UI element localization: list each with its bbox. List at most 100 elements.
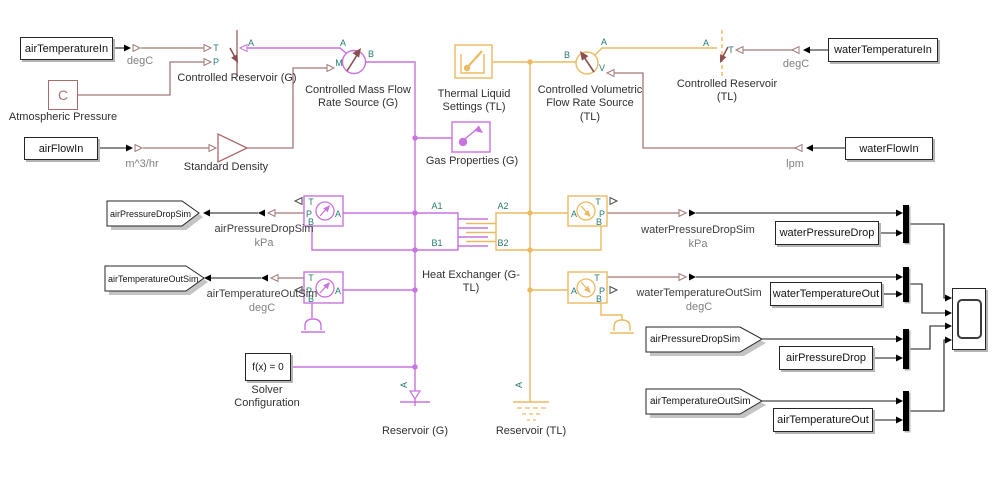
temperature-sensor-air-block[interactable]: [303, 271, 344, 304]
unit-label-degc-air: degC: [126, 55, 154, 67]
label-reservoir-g: Reservoir (G): [381, 425, 448, 437]
port-label: A1: [431, 201, 442, 211]
standard-density-block[interactable]: [217, 132, 249, 164]
block-water-pressure-drop[interactable]: waterPressureDrop: [775, 221, 879, 245]
from-tag-air-pressure: [645, 326, 764, 353]
block-scope[interactable]: [952, 288, 986, 350]
scope-screen: [956, 299, 982, 339]
label-gas-properties: Gas Properties (G): [425, 155, 519, 167]
port-label: B: [596, 294, 602, 304]
port-label: B: [308, 294, 314, 304]
reservoir-g-icon[interactable]: [408, 390, 422, 401]
controlled-mass-flow-source-block[interactable]: [341, 46, 367, 75]
thermal-liquid-settings-block[interactable]: [454, 44, 493, 79]
mux-4: [903, 391, 909, 431]
block-atmospheric-pressure[interactable]: C: [48, 80, 78, 110]
port-label: P: [599, 286, 605, 296]
port-label: A: [514, 382, 524, 388]
block-water-temperature-in[interactable]: waterTemperatureIn: [828, 38, 938, 62]
port-label: A: [703, 38, 709, 48]
block-air-flow-in[interactable]: airFlowIn: [24, 137, 98, 160]
signal-label-air-temperature-out-sim: airTemperatureOutSim: [206, 288, 318, 300]
goto-tag-label: airPressureDropSim: [110, 208, 192, 219]
port-label: P: [306, 286, 312, 296]
port-label: B2: [497, 238, 508, 248]
label-controlled-reservoir-g: Controlled Reservoir (G): [177, 72, 297, 84]
tl-junction-dots: [527, 59, 533, 293]
signal-label-water-temperature-out-sim: waterTemperatureOutSim: [636, 287, 762, 299]
port-label: B1: [431, 238, 442, 248]
port-label: T: [308, 197, 314, 207]
block-label: airPressureDrop: [785, 352, 867, 364]
port-label: V: [599, 63, 605, 73]
port-label: A: [335, 209, 341, 219]
from-tag-label: airPressureDropSim: [650, 334, 741, 345]
air-thermal-cap-icon[interactable]: [301, 318, 325, 333]
gas-open-arrow: [238, 43, 248, 53]
signal-arrowheads: [124, 44, 952, 424]
from-tag-label: airTemperatureOutSim: [650, 396, 751, 407]
port-label: P: [306, 209, 312, 219]
pressure-sensor-water-block[interactable]: [567, 195, 608, 227]
reservoir-tl-icon[interactable]: [517, 407, 546, 421]
label-thermal-liquid-settings: Thermal Liquid Settings (TL): [437, 88, 511, 114]
from-tag-air-temperature: [645, 388, 764, 415]
port-label: B: [596, 217, 602, 227]
thermal-liquid-wires[interactable]: [466, 47, 717, 403]
block-label: airFlowIn: [38, 142, 84, 155]
block-air-temperature-out[interactable]: airTemperatureOut: [773, 408, 873, 432]
mux-3: [903, 329, 909, 369]
block-air-temperature-in[interactable]: airTemperatureIn: [20, 37, 113, 60]
port-label: T: [308, 273, 314, 283]
port-label: T: [213, 43, 219, 53]
unit-label-degc-air-out: degC: [248, 302, 276, 314]
muxes[interactable]: [903, 205, 911, 433]
goto-from-tags[interactable]: [104, 200, 766, 418]
block-air-pressure-drop[interactable]: airPressureDrop: [779, 346, 873, 370]
port-labels: T P A A M B B A V A T A1 B1 A2 B2 T P A …: [213, 37, 734, 388]
port-label: T: [595, 197, 601, 207]
temperature-sensor-water-block[interactable]: [567, 271, 608, 304]
gas-wires[interactable]: [247, 47, 488, 406]
goto-tag-label: airTemperatureOutSim: [108, 273, 199, 284]
block-label: waterTemperatureIn: [834, 44, 932, 56]
signal-label-air-pressure-drop-sim: airPressureDropSim: [214, 223, 314, 235]
port-label: A: [399, 382, 409, 388]
label-atmospheric-pressure: Atmospheric Pressure: [8, 111, 118, 123]
goto-tag-air-pressure: [106, 200, 200, 227]
block-glyph: f(x) = 0: [252, 361, 284, 373]
port-label: B: [564, 50, 570, 60]
port-label: P: [213, 57, 219, 67]
port-label: A: [340, 38, 346, 48]
label-controlled-mass-flow-source: Controlled Mass Flow Rate Source (G): [305, 84, 411, 110]
unit-label-m3hr: m^3/hr: [125, 158, 159, 170]
port-label: B: [308, 217, 314, 227]
unit-label-kpa-air: kPa: [254, 237, 274, 249]
controlled-reservoir-tl-icon[interactable]: [717, 30, 729, 76]
block-solver-configuration[interactable]: f(x) = 0: [245, 353, 291, 381]
unit-label-lpm: lpm: [786, 158, 804, 170]
physical-signal-wires[interactable]: [78, 47, 802, 279]
block-glyph: C: [57, 87, 69, 103]
goto-tag-air-temperature: [104, 265, 205, 292]
gas-properties-block[interactable]: [451, 121, 491, 153]
block-water-flow-in[interactable]: waterFlowIn: [845, 137, 933, 160]
port-label: T: [594, 273, 600, 283]
label-solver-configuration: Solver Configuration: [234, 384, 300, 410]
controlled-volumetric-flow-source-block[interactable]: [575, 49, 599, 75]
unit-label-kpa-water: kPa: [688, 238, 708, 250]
gas-junction-dots: [412, 135, 418, 370]
controlled-reservoir-g-icon[interactable]: [229, 30, 241, 76]
unit-label-degc-water: degC: [782, 58, 810, 70]
port-label: A: [571, 286, 577, 296]
signal-wires[interactable]: [98, 47, 946, 421]
unconnected-port-arrows: [293, 196, 619, 295]
pressure-sensor-air-block[interactable]: [303, 195, 344, 227]
port-label: A: [601, 37, 607, 47]
label-controlled-reservoir-tl: Controlled Reservoir (TL): [676, 78, 778, 104]
block-water-temperature-out[interactable]: waterTemperatureOut: [770, 282, 882, 306]
port-label: P: [599, 209, 605, 219]
water-thermal-cap-icon[interactable]: [610, 319, 634, 334]
